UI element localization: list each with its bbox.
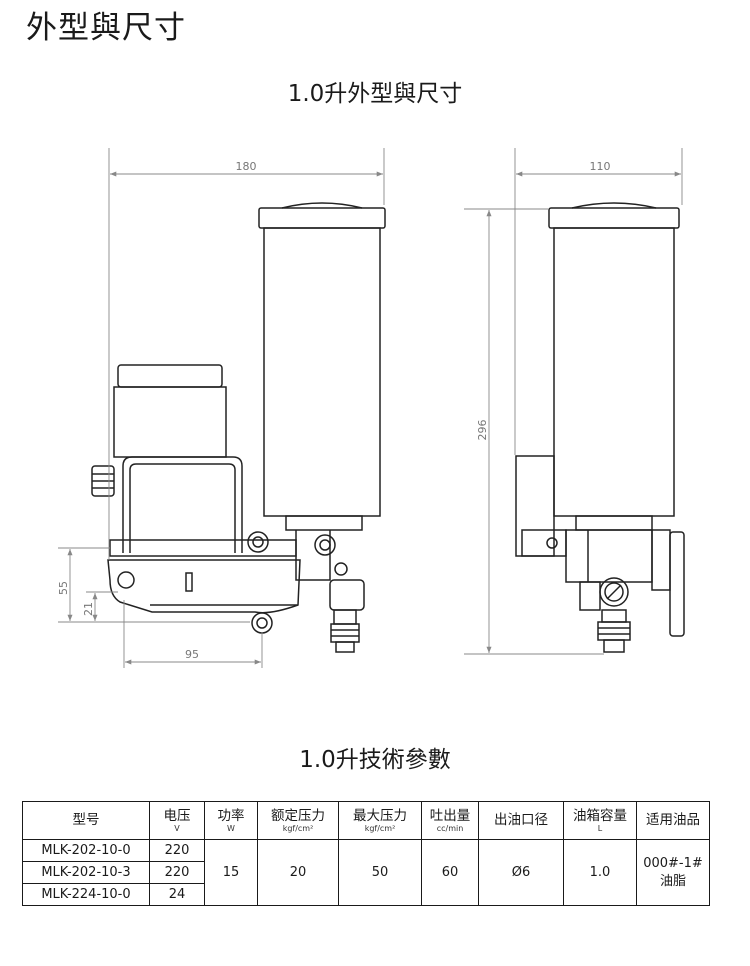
dim-height: 296: [476, 420, 489, 441]
side-reservoir-body: [553, 227, 675, 517]
side-dimensions: [464, 148, 683, 655]
header-oil: 适用油品: [636, 801, 710, 840]
table-title: 1.0升技術參數: [299, 747, 451, 773]
header-model: 型号: [22, 801, 150, 840]
front-view: [91, 202, 386, 653]
side-view: [515, 202, 685, 653]
table-row: MLK-202-10-3 220: [22, 861, 710, 884]
dim-mount-width: 95: [185, 648, 199, 661]
side-reservoir-cap: [548, 207, 680, 229]
front-reservoir-cap: [258, 207, 386, 229]
cell-tank: 1.0: [563, 839, 637, 906]
header-outlet: 出油口径: [478, 801, 564, 840]
dim-base-height: 55: [57, 581, 70, 595]
front-reservoir-body: [263, 227, 381, 517]
cell-model: MLK-202-10-3: [22, 861, 150, 884]
front-motor: [117, 364, 223, 388]
page-title: 外型與尺寸: [26, 10, 186, 46]
cell-voltage: 220: [149, 861, 205, 884]
table-row: MLK-224-10-0 24: [22, 883, 710, 906]
cell-voltage: 24: [149, 883, 205, 906]
dim-width-front: 180: [236, 160, 257, 173]
front-adjust-screw: [314, 534, 336, 556]
dim-width-side: 110: [590, 160, 611, 173]
cell-power: 15: [204, 839, 258, 906]
drawing-title: 1.0升外型與尺寸: [287, 81, 463, 107]
dimension-drawing: 180 110 296 55 21 95: [57, 148, 685, 668]
cell-max-pressure: 50: [338, 839, 422, 906]
cell-outlet: Ø6: [478, 839, 564, 906]
cell-model: MLK-202-10-0: [22, 839, 150, 862]
cell-flow: 60: [421, 839, 479, 906]
cell-model: MLK-224-10-0: [22, 883, 150, 906]
cell-oil: 000#-1#油脂: [636, 839, 710, 906]
cell-rated-pressure: 20: [257, 839, 339, 906]
table-row: MLK-202-10-0 220 15 20 50 60 Ø6 1.0 000#…: [22, 839, 710, 906]
front-dimensions: [58, 148, 385, 668]
cell-voltage: 220: [149, 839, 205, 862]
dim-base-offset: 21: [82, 602, 95, 616]
